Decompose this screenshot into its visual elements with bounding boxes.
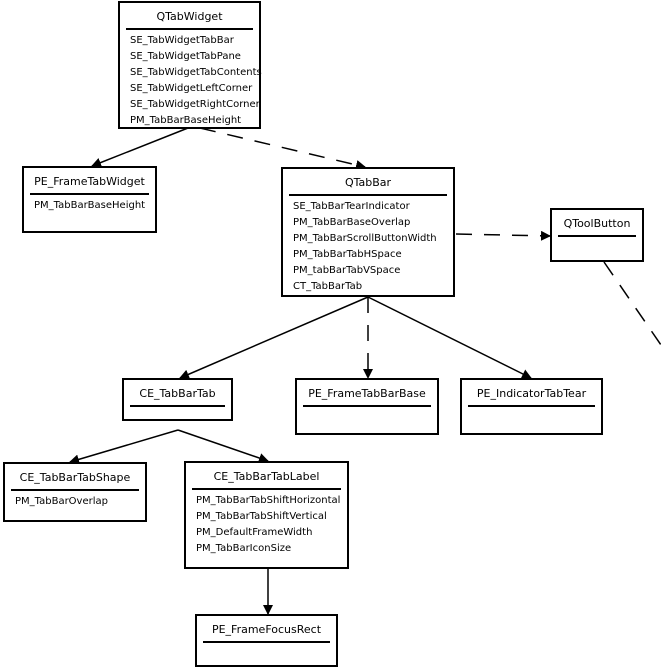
node-item-list: PM_TabBarOverlap xyxy=(15,494,145,510)
node-qtoolbutton: QToolButton xyxy=(550,208,644,262)
edge-qtoolbutton-to-offscreen xyxy=(603,261,661,346)
node-item: PM_TabBarTabHSpace xyxy=(293,249,402,260)
title-divider xyxy=(303,405,431,407)
edge-qtabbar-to-pe_indicatortabtear xyxy=(367,296,532,379)
node-title: QToolButton xyxy=(563,217,631,230)
node-item: PM_TabBarBaseHeight xyxy=(34,200,146,211)
node-item: PM_TabBarTabShiftVertical xyxy=(196,511,327,522)
node-title: PE_FrameTabWidget xyxy=(34,175,145,188)
title-divider xyxy=(11,489,139,491)
node-item: SE_TabWidgetTabBar xyxy=(130,35,234,46)
node-item-list: PM_TabBarBaseHeight xyxy=(34,198,155,214)
node-ce_tabbartab: CE_TabBarTab xyxy=(122,378,233,421)
title-divider xyxy=(558,235,636,237)
node-item: SE_TabWidgetTabContents xyxy=(130,67,262,78)
edge-qtabwidget-to-qtabbar xyxy=(199,127,366,170)
node-title: CE_TabBarTabLabel xyxy=(213,470,320,483)
title-divider xyxy=(30,193,149,195)
node-item: SE_TabWidgetRightCorner xyxy=(130,99,260,110)
node-item: PM_DefaultFrameWidth xyxy=(196,527,313,538)
node-title: PE_IndicatorTabTear xyxy=(476,387,587,400)
node-title: QTabWidget xyxy=(156,10,223,23)
node-item: PM_TabBarScrollButtonWidth xyxy=(293,233,437,244)
node-title: PE_FrameFocusRect xyxy=(211,623,322,636)
node-item: PM_TabBarBaseOverlap xyxy=(293,217,411,228)
node-pe_frametabbarbase: PE_FrameTabBarBase xyxy=(295,378,439,435)
node-item: PM_TabBarBaseHeight xyxy=(130,115,242,126)
title-divider xyxy=(126,28,253,30)
node-title: CE_TabBarTabShape xyxy=(19,471,131,484)
node-item: PM_TabBarOverlap xyxy=(15,496,108,507)
title-divider xyxy=(192,488,341,490)
edge-ce_tabbartab-to-ce_tabbartablabel xyxy=(177,429,269,463)
node-item: CT_TabBarTab xyxy=(293,281,363,292)
node-item: SE_TabWidgetLeftCorner xyxy=(130,83,253,94)
node-item: PM_TabBarIconSize xyxy=(196,543,292,554)
edge-qtabbar-to-ce_tabbartab xyxy=(179,296,369,380)
node-item: SE_TabWidgetTabPane xyxy=(130,51,241,62)
title-divider xyxy=(289,194,447,196)
node-title: PE_FrameTabBarBase xyxy=(308,387,426,400)
node-item: SE_TabBarTearIndicator xyxy=(293,201,410,212)
edge-qtabwidget-to-pe_frametabwidget xyxy=(91,127,189,168)
edge-ce_tabbartab-to-ce_tabbartabshape xyxy=(69,429,179,465)
title-divider xyxy=(203,641,330,643)
title-divider xyxy=(468,405,595,407)
node-title: CE_TabBarTab xyxy=(139,387,216,400)
node-title: QTabBar xyxy=(344,176,392,189)
title-divider xyxy=(130,405,225,407)
node-item: PM_TabBarTabShiftHorizontal xyxy=(196,495,341,506)
node-item: PM_tabBarTabVSpace xyxy=(293,265,401,276)
node-pe_framefocusrect: PE_FrameFocusRect xyxy=(195,614,338,667)
node-pe_indicatortabtear: PE_IndicatorTabTear xyxy=(460,378,603,435)
edge-qtabbar-to-qtoolbutton xyxy=(455,230,551,241)
